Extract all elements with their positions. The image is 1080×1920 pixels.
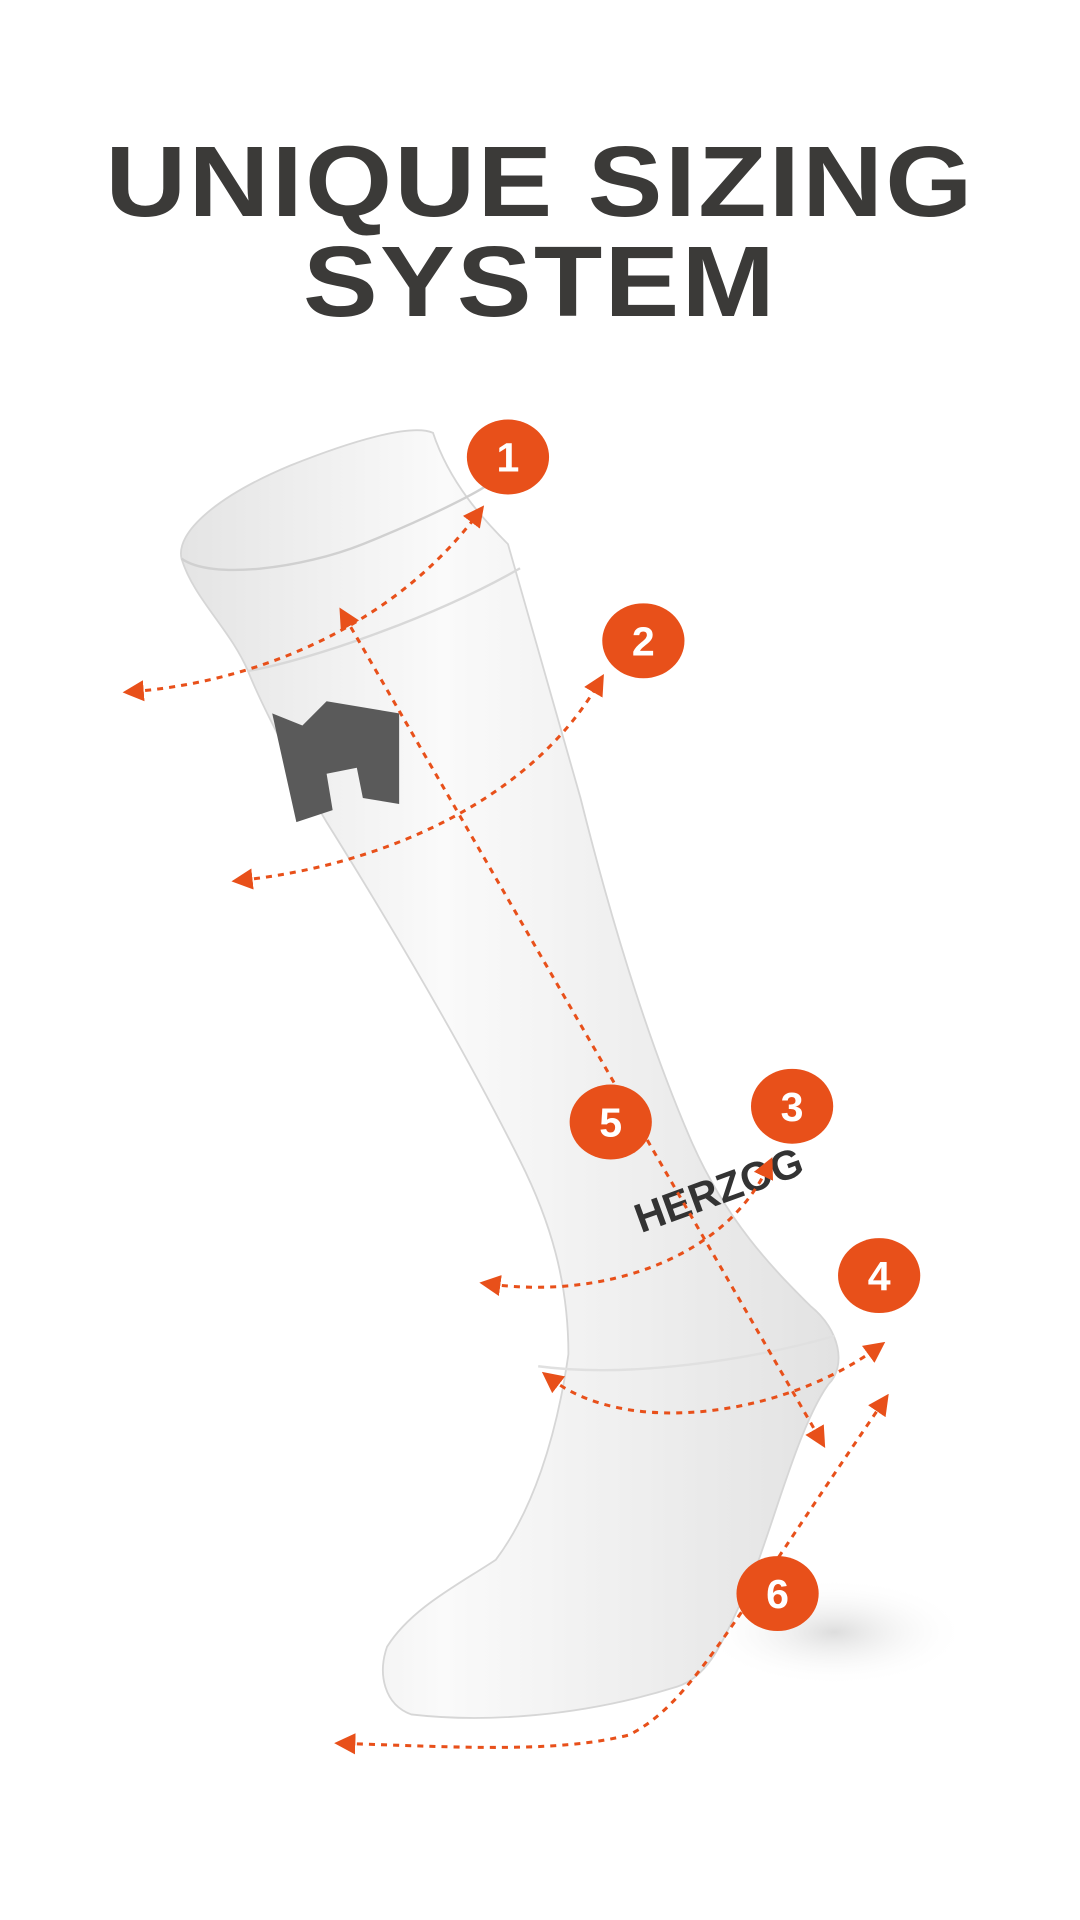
svg-text:2: 2	[632, 618, 655, 664]
measurement-badge-2: 2	[602, 603, 685, 679]
measurement-badge-4: 4	[838, 1238, 921, 1314]
svg-text:5: 5	[599, 1100, 622, 1146]
measurement-badge-5: 5	[569, 1084, 652, 1160]
measurement-badge-1: 1	[466, 419, 550, 495]
measurement-badge-3: 3	[750, 1068, 834, 1144]
svg-text:3: 3	[781, 1084, 804, 1130]
svg-text:6: 6	[766, 1571, 789, 1617]
measure-line-1	[122, 505, 485, 702]
measurement-badge-6: 6	[736, 1556, 819, 1632]
measure-line-5	[339, 607, 826, 1448]
svg-text:1: 1	[497, 435, 520, 481]
title-line-1: UNIQUE SIZING	[105, 126, 975, 238]
title-line-2: SYSTEM	[303, 226, 777, 338]
sock: HERZOG	[180, 429, 840, 1719]
svg-text:4: 4	[868, 1253, 891, 1299]
